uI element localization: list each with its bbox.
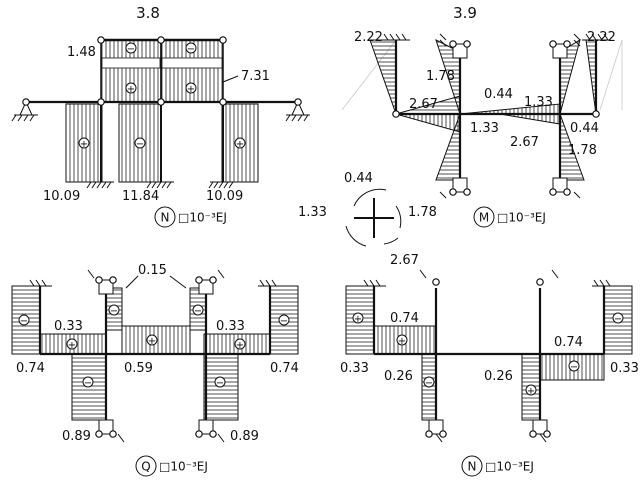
- svg-text:−: −: [216, 378, 224, 389]
- n38-label-1: 1.48: [67, 45, 96, 60]
- svg-text:−: −: [84, 378, 92, 389]
- n39-caption: N □10⁻³EJ: [461, 455, 534, 477]
- svg-text:+: +: [80, 139, 88, 150]
- title-3-8: 3.8: [136, 4, 160, 22]
- n39-caption-unit: □10⁻³EJ: [485, 460, 534, 474]
- m39-caption-letter: M: [479, 211, 489, 225]
- svg-text:−: −: [127, 44, 135, 55]
- joint-label-1: 0.44: [344, 171, 373, 186]
- m39-label-4: 0.44: [484, 87, 513, 102]
- n39-caption-letter: N: [468, 460, 477, 474]
- m39-area-column-right: [559, 38, 585, 181]
- svg-text:+: +: [68, 340, 76, 351]
- svg-text:−: −: [110, 306, 118, 317]
- q-label-6: 0.74: [270, 361, 299, 376]
- svg-text:+: +: [127, 84, 135, 95]
- n38-caption: N □10⁻³EJ: [154, 206, 227, 228]
- m39-label-7: 1.33: [470, 121, 499, 136]
- joint-label-3: 1.78: [408, 205, 437, 220]
- m39-caption: M □10⁻³EJ: [473, 206, 546, 228]
- n38-label-5: 10.09: [206, 189, 243, 204]
- svg-text:+: +: [354, 314, 362, 325]
- svg-text:+: +: [527, 386, 535, 397]
- m39-label-2: 2.22: [587, 30, 616, 45]
- q-label-2: 0.33: [54, 319, 83, 334]
- n39-label-3: 0.33: [340, 361, 369, 376]
- m39-label-10: 1.78: [568, 143, 597, 158]
- svg-text:−: −: [425, 378, 433, 389]
- svg-text:−: −: [136, 139, 144, 150]
- m39-area-beam-right-low: [499, 113, 561, 125]
- q-label-5: 0.59: [124, 361, 153, 376]
- svg-text:+: +: [187, 84, 195, 95]
- svg-text:−: −: [570, 362, 578, 373]
- n39-label-2: 0.74: [554, 335, 583, 350]
- svg-text:+: +: [236, 139, 244, 150]
- q-label-4: 0.74: [16, 361, 45, 376]
- m39-label-9: 2.67: [510, 135, 539, 150]
- m39-label-6: 1.33: [524, 95, 553, 110]
- axial-force-diagram-3-8: − − + + + − + 1.48 7.31 10.09 11.84 10.0…: [11, 36, 310, 228]
- n38-label-4: 11.84: [122, 189, 159, 204]
- q-caption: Q □10⁻³EJ: [135, 455, 208, 477]
- m39-area-beam-mid-left: [395, 113, 461, 133]
- axial-force-diagram-3-9: + − + − − + 0.74 0.74 0.33 0.26 0.26 0.3…: [340, 269, 639, 477]
- m39-label-5: 2.67: [409, 97, 438, 112]
- q-caption-unit: □10⁻³EJ: [159, 460, 208, 474]
- svg-text:−: −: [614, 314, 622, 325]
- m39-area-right-top: [585, 39, 597, 115]
- svg-text:+: +: [236, 340, 244, 351]
- n38-caption-unit: □10⁻³EJ: [178, 211, 227, 225]
- m39-caption-unit: □10⁻³EJ: [497, 211, 546, 225]
- joint-equilibrium-sketch: 0.44 1.33 1.78 2.67: [298, 171, 437, 268]
- q-caption-letter: Q: [141, 460, 150, 474]
- svg-text:+: +: [398, 336, 406, 347]
- svg-text:−: −: [194, 306, 202, 317]
- n38-label-3: 10.09: [43, 189, 80, 204]
- title-3-9: 3.9: [453, 4, 477, 22]
- svg-text:−: −: [187, 44, 195, 55]
- m39-label-8: 0.44: [570, 121, 599, 136]
- q-label-8: 0.89: [230, 429, 259, 444]
- m39-label-3: 1.78: [426, 69, 455, 84]
- n39-label-6: 0.33: [610, 361, 639, 376]
- n39-label-4: 0.26: [384, 369, 413, 384]
- n38-label-2: 7.31: [241, 69, 270, 84]
- q-label-7: 0.89: [62, 429, 91, 444]
- n38-caption-letter: N: [161, 211, 170, 225]
- m39-label-1: 2.22: [354, 30, 383, 45]
- svg-text:−: −: [280, 316, 288, 327]
- q-label-1: 0.15: [138, 263, 167, 278]
- svg-text:−: −: [20, 316, 28, 327]
- n39-label-5: 0.26: [484, 369, 513, 384]
- svg-text:+: +: [148, 336, 156, 347]
- shear-force-diagram: − − + + + − − − − 0.15 0.33 0.33 0.74 0.…: [11, 263, 299, 477]
- n39-label-1: 0.74: [390, 311, 419, 326]
- joint-label-4: 2.67: [390, 253, 419, 268]
- m39-area-left-top: [369, 39, 397, 115]
- q-label-3: 0.33: [216, 319, 245, 334]
- bending-moment-diagram-3-9: 2.22 2.22 1.78 0.44 2.67 1.33 1.33 0.44 …: [341, 30, 623, 228]
- joint-label-2: 1.33: [298, 205, 327, 220]
